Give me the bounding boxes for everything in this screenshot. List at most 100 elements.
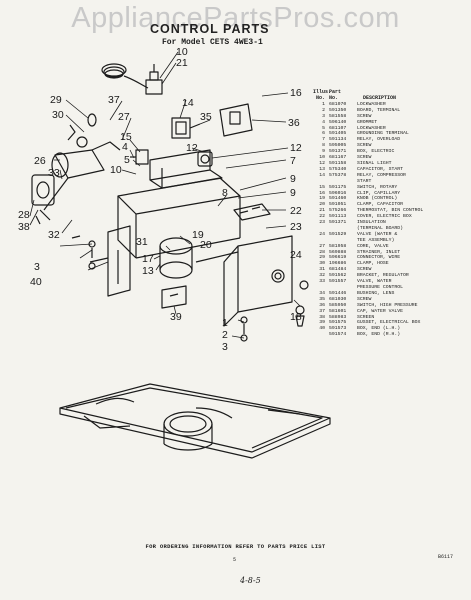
part-number: 596619 bbox=[329, 255, 347, 261]
page-number: 5 bbox=[233, 557, 237, 563]
part-number: 575378 bbox=[329, 172, 347, 178]
callout-label: 32 bbox=[48, 229, 60, 241]
start-capacitor bbox=[159, 237, 193, 279]
part-description: (TERMINAL BOARD) bbox=[357, 225, 404, 231]
illus-number: 40 bbox=[319, 326, 325, 332]
part-number: 591113 bbox=[329, 214, 347, 220]
callout-label: 3 bbox=[34, 261, 40, 273]
callout-label: 9 bbox=[290, 173, 296, 185]
part-description: THERMOSTAT, BIN CONTROL bbox=[357, 208, 424, 214]
electric-box-cover bbox=[195, 235, 293, 327]
overload-relay bbox=[197, 151, 213, 167]
illus-number: 34 bbox=[319, 290, 325, 296]
part-description: BRACKET, REGULATOR bbox=[357, 273, 409, 279]
illus-number: 27 bbox=[319, 243, 325, 249]
parts-list-row: TEE ASSEMBLY) bbox=[313, 238, 468, 244]
part-description: SCREW bbox=[357, 143, 372, 149]
callout-label: 14 bbox=[182, 97, 194, 109]
illus-number: 21 bbox=[319, 208, 325, 214]
parts-list-row: PRESSURE CONTROL bbox=[313, 285, 468, 291]
illus-number: 37 bbox=[319, 308, 325, 314]
electrical-box-gusset bbox=[161, 285, 187, 309]
callout-label: 23 bbox=[290, 221, 302, 233]
part-description: CAPACITOR, START bbox=[357, 166, 404, 172]
part-number: 595005 bbox=[329, 143, 347, 149]
compressor-relay bbox=[171, 117, 201, 139]
part-description: KNOB (CONTROL) bbox=[357, 196, 398, 202]
callout-label: 28 bbox=[18, 209, 30, 221]
callout-label: 35 bbox=[200, 111, 212, 123]
callout-label: 19 bbox=[192, 229, 204, 241]
part-number: 591350 bbox=[329, 107, 347, 113]
part-description: CONNECTOR, WIRE bbox=[357, 255, 401, 261]
illus-number: 10 bbox=[319, 155, 325, 161]
part-description: BOARD, TERMINAL bbox=[357, 107, 401, 113]
part-number: 591529 bbox=[329, 231, 347, 237]
part-description: TEE ASSEMBLY) bbox=[357, 237, 395, 243]
part-description: SCREW bbox=[357, 155, 372, 161]
illus-number: 36 bbox=[319, 302, 325, 308]
part-description: CLIP, CAPILLARY bbox=[357, 190, 401, 196]
watermark: AppliancePartsPros.com bbox=[71, 2, 400, 34]
part-description: GROUNDING TERMINAL bbox=[357, 131, 409, 137]
part-number: 591446 bbox=[329, 290, 347, 296]
illus-number: 15 bbox=[319, 184, 325, 190]
callout-label: 40 bbox=[30, 276, 42, 288]
callout-label: 2 bbox=[222, 329, 228, 341]
part-number: 596016 bbox=[329, 190, 347, 196]
callout-label: 18 bbox=[290, 311, 302, 323]
water-valve-assembly bbox=[31, 113, 121, 225]
rotary-switch bbox=[130, 149, 149, 165]
illus-number: 28 bbox=[319, 249, 325, 255]
illus-number: 32 bbox=[319, 273, 325, 279]
end-box-left bbox=[89, 225, 131, 297]
illus-number: 2 bbox=[322, 107, 325, 113]
illus-number: 6 bbox=[322, 131, 325, 137]
part-description: LOCKWASHER bbox=[357, 101, 386, 107]
part-number: 681070 bbox=[329, 101, 347, 107]
callout-label: 27 bbox=[118, 111, 130, 123]
part-number: 569888 bbox=[329, 249, 347, 255]
illus-number: 35 bbox=[319, 296, 325, 302]
part-number: 585950 bbox=[329, 302, 347, 308]
illus-number: 38 bbox=[319, 314, 325, 320]
part-description: BOX, END (R.H.) bbox=[357, 332, 401, 338]
part-description: CORE, VALVE bbox=[357, 243, 389, 249]
part-number: 575266 bbox=[329, 208, 347, 214]
high-pressure-switch bbox=[219, 103, 253, 137]
callout-label: 20 bbox=[200, 239, 212, 251]
part-description: BOX, END (L.H.) bbox=[357, 326, 401, 332]
callout-label: 33 bbox=[48, 167, 60, 179]
illus-number: 22 bbox=[319, 214, 325, 220]
callout-label: 7 bbox=[290, 155, 296, 167]
part-description: SIGNAL LIGHT bbox=[357, 160, 392, 166]
callout-label: 21 bbox=[176, 57, 188, 69]
callout-label: 9 bbox=[290, 187, 296, 199]
col-description-header: DESCRIPTION bbox=[363, 95, 397, 101]
part-description: START bbox=[357, 178, 372, 184]
terminal-board bbox=[233, 203, 271, 221]
part-description: VALVE, WATER bbox=[357, 279, 392, 285]
